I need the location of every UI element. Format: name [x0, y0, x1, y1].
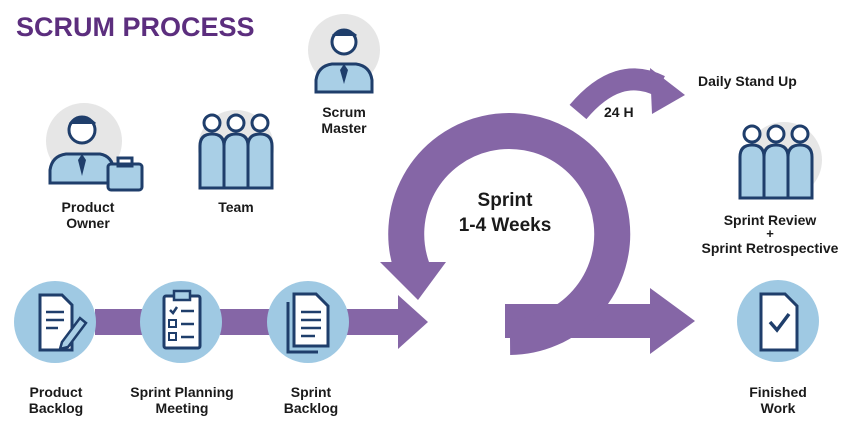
- arrow-to-sprint: [342, 295, 428, 349]
- sprint-planning-icon: [140, 281, 222, 363]
- sprint-backlog-icon: [267, 281, 349, 363]
- sprint-cycle-arrowhead: [380, 262, 446, 300]
- review-team-icon: [738, 122, 822, 200]
- connector-bar-2: [220, 309, 275, 335]
- page-title: SCRUM PROCESS: [16, 12, 255, 42]
- team-label: Team: [218, 199, 254, 215]
- product-backlog-icon: [14, 281, 96, 363]
- daily-standup-label: Daily Stand Up: [698, 73, 797, 89]
- scrum-master-icon: [308, 14, 380, 94]
- cycle-duration-label: 24 H: [604, 104, 634, 120]
- sprint-cycle-ring: [388, 113, 631, 355]
- briefcase-icon: [106, 162, 144, 192]
- review-label: Sprint Review + Sprint Retrospective: [701, 212, 839, 256]
- daily-standup-arrowhead: [650, 68, 685, 114]
- product-owner-icon: [46, 103, 144, 192]
- pencil-icon: [58, 316, 88, 351]
- finished-work-icon: [737, 280, 819, 362]
- team-icon: [198, 110, 274, 190]
